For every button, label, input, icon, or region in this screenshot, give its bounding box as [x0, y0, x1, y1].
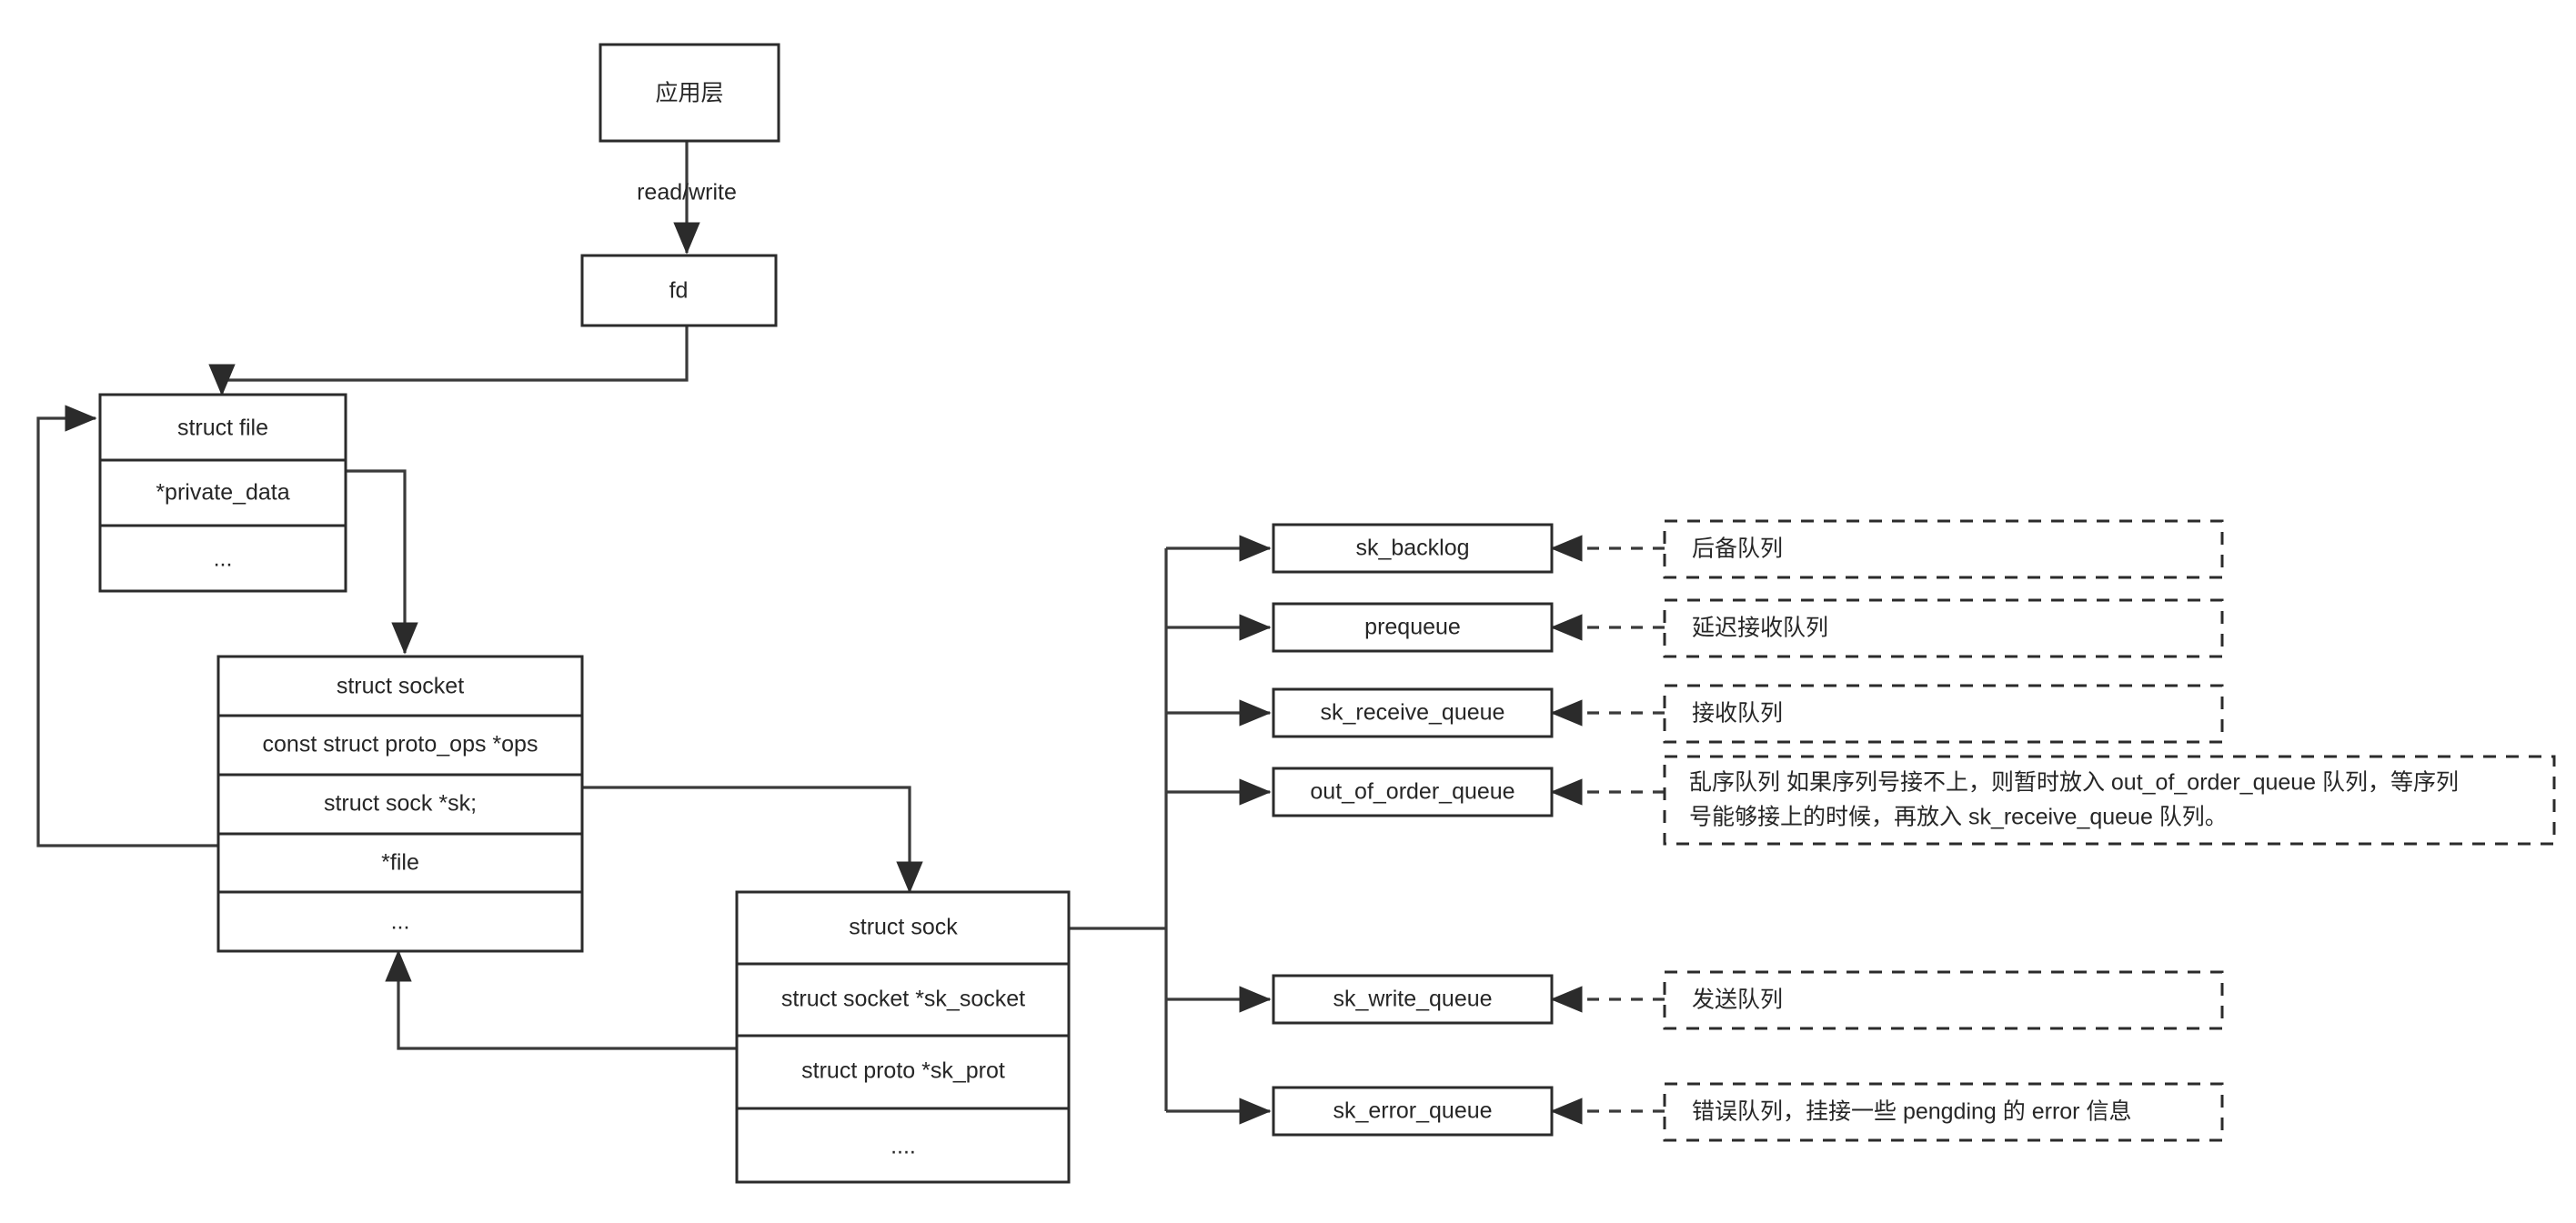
struct-socket-row-ellipsis: ...: [391, 909, 410, 935]
prequeue-label: prequeue: [1364, 615, 1461, 640]
note-sk-error-queue-text: 错误队列，挂接一些 pengding 的 error 信息: [1692, 1099, 2131, 1125]
edge-file-back-to-struct-file: [36, 405, 218, 847]
note-sk-backlog-text: 后备队列: [1692, 536, 1783, 562]
struct-sock-row-sk-prot: struct proto *sk_prot: [801, 1058, 1005, 1084]
note-sk-write-queue-text: 发送队列: [1692, 987, 1783, 1013]
fd-label: fd: [669, 278, 689, 304]
struct-socket-row-file: *file: [381, 850, 419, 876]
node-struct-file[interactable]: struct file *private_data ...: [98, 393, 347, 593]
edge-label-read-write: read/write: [637, 180, 737, 206]
struct-file-title: struct file: [177, 416, 268, 441]
note-sk-receive-queue: 接收队列: [1663, 684, 2224, 744]
app-layer-label: 应用层: [655, 81, 723, 106]
node-sk-write-queue[interactable]: sk_write_queue: [1272, 974, 1554, 1025]
struct-sock-title: struct sock: [849, 915, 958, 940]
note-out-of-order-queue: 乱序队列 如果序列号接不上，则暂时放入 out_of_order_queue 队…: [1663, 755, 2556, 846]
node-sk-error-queue[interactable]: sk_error_queue: [1272, 1086, 1554, 1137]
node-prequeue[interactable]: prequeue: [1272, 602, 1554, 653]
sk-write-queue-label: sk_write_queue: [1333, 987, 1492, 1012]
sk-backlog-label: sk_backlog: [1355, 536, 1469, 561]
node-struct-socket[interactable]: struct socket const struct proto_ops *op…: [216, 655, 584, 953]
node-fd[interactable]: fd: [580, 254, 778, 327]
struct-sock-row-ellipsis: ....: [891, 1134, 916, 1159]
struct-sock-row-sk-socket: struct socket *sk_socket: [781, 987, 1025, 1012]
node-out-of-order-queue[interactable]: out_of_order_queue: [1272, 767, 1554, 817]
note-out-of-order-queue-line1: 乱序队列 如果序列号接不上，则暂时放入 out_of_order_queue 队…: [1689, 770, 2459, 796]
node-sk-backlog[interactable]: sk_backlog: [1272, 523, 1554, 574]
node-struct-sock[interactable]: struct sock struct socket *sk_socket str…: [735, 890, 1071, 1184]
struct-socket-row-proto-ops: const struct proto_ops *ops: [263, 732, 538, 757]
struct-socket-title: struct socket: [337, 674, 464, 699]
note-sk-write-queue: 发送队列: [1663, 970, 2224, 1030]
struct-socket-row-sk: struct sock *sk;: [324, 791, 477, 817]
edge-sk-to-struct-sock: [582, 786, 923, 894]
node-sk-receive-queue[interactable]: sk_receive_queue: [1272, 687, 1554, 738]
note-sk-backlog: 后备队列: [1663, 519, 2224, 579]
note-prequeue: 延迟接收队列: [1663, 598, 2224, 658]
note-sk-error-queue: 错误队列，挂接一些 pengding 的 error 信息: [1663, 1082, 2224, 1142]
note-out-of-order-queue-line2: 号能够接上的时候，再放入 sk_receive_queue 队列。: [1689, 805, 2228, 830]
note-sk-receive-queue-text: 接收队列: [1692, 701, 1783, 727]
note-prequeue-text: 延迟接收队列: [1692, 616, 1828, 641]
edge-fd-to-struct-file: [208, 326, 689, 396]
edge-sksocket-back-to-struct-socket: [385, 949, 737, 1050]
out-of-order-queue-label: out_of_order_queue: [1310, 779, 1514, 805]
struct-file-row-private-data: *private_data: [156, 480, 289, 506]
node-app-layer[interactable]: 应用层: [599, 43, 780, 143]
sk-receive-queue-label: sk_receive_queue: [1321, 700, 1505, 726]
struct-file-row-ellipsis: ...: [214, 546, 233, 572]
edge-privatedata-to-struct-socket: [346, 469, 418, 655]
sk-error-queue-label: sk_error_queue: [1333, 1098, 1492, 1124]
